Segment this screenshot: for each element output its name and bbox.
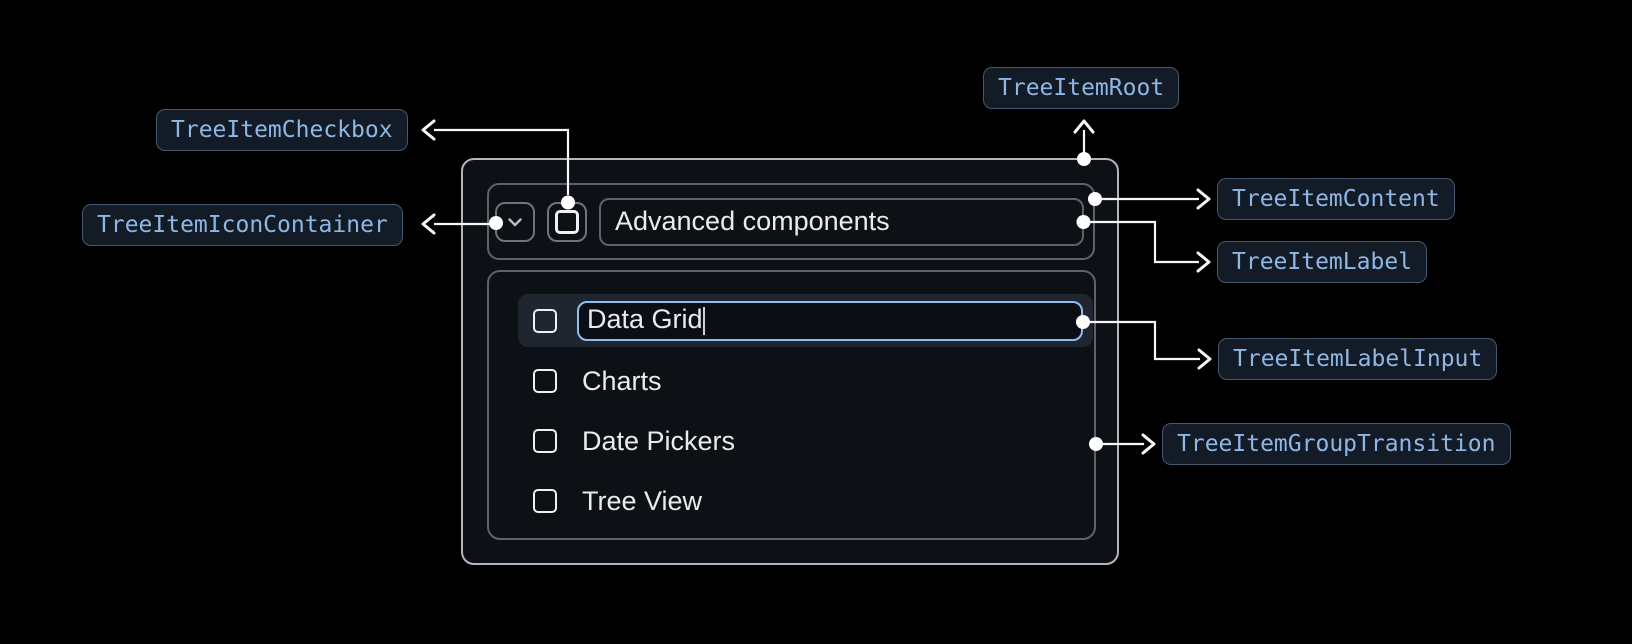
badge-tree-item-icon-container: TreeItemIconContainer [82, 204, 403, 246]
tree-item-label-text: Advanced components [615, 206, 890, 236]
checkbox-unchecked-icon[interactable] [533, 308, 557, 333]
checkbox-unchecked-icon [555, 209, 579, 234]
tree-row-label: Date Pickers [582, 425, 736, 456]
tree-row-label: Tree View [582, 485, 703, 516]
chevron-down-icon [508, 217, 522, 226]
tree-row-label: Charts [582, 365, 662, 396]
tree-row-date-pickers[interactable]: Date Pickers [518, 414, 1093, 468]
text-caret [703, 306, 705, 335]
tree-item-root: Advanced components Charts Date Pickers [461, 158, 1119, 565]
badge-tree-item-label: TreeItemLabel [1217, 241, 1428, 283]
tree-row-tree-view[interactable]: Tree View [518, 474, 1093, 528]
tree-item-icon-container[interactable] [495, 201, 535, 242]
tree-row-charts[interactable]: Charts [518, 354, 1093, 408]
tree-item-label-input[interactable] [577, 300, 1083, 341]
tree-item-label: Advanced components [599, 197, 1084, 246]
checkbox-unchecked-icon[interactable] [533, 369, 557, 393]
badge-tree-item-label-input: TreeItemLabelInput [1218, 338, 1498, 380]
badge-tree-item-checkbox: TreeItemCheckbox [156, 109, 408, 151]
tree-item-label-input-wrap [577, 300, 1083, 341]
tree-item-group-transition: Charts Date Pickers Tree View [487, 270, 1096, 540]
checkbox-unchecked-icon[interactable] [533, 429, 557, 453]
tree-item-checkbox[interactable] [547, 201, 587, 242]
badge-tree-item-root: TreeItemRoot [983, 67, 1180, 109]
badge-tree-item-content: TreeItemContent [1217, 178, 1455, 220]
tree-item-content[interactable]: Advanced components [487, 183, 1095, 260]
badge-tree-item-group-transition: TreeItemGroupTransition [1162, 423, 1511, 465]
checkbox-unchecked-icon[interactable] [533, 489, 557, 513]
tree-row-editing[interactable] [518, 294, 1093, 347]
